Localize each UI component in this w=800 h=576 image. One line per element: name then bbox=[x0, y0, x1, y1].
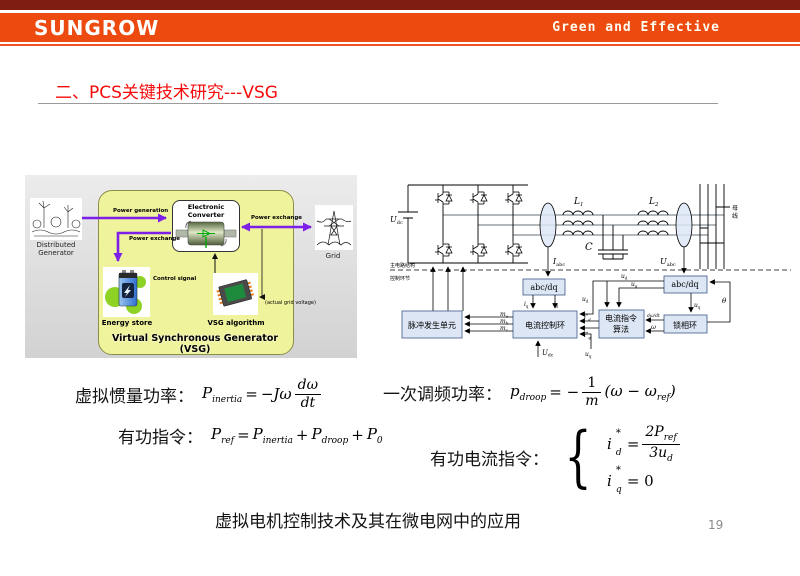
inductor-l2 bbox=[637, 210, 669, 236]
svg-text:abc/dq: abc/dq bbox=[671, 280, 698, 289]
vsg-container-label: Virtual Synchronous Generator (VSG) bbox=[111, 333, 279, 355]
vsg-arrows-overlay bbox=[82, 213, 312, 300]
pulse-generator-block bbox=[401, 310, 463, 339]
active-current-command-label: 有功电流指令： bbox=[430, 449, 549, 470]
sungrow-logo: SUNGROW bbox=[34, 15, 160, 40]
power-exchange-grid-label: Power exchange bbox=[251, 215, 302, 221]
battery-icon bbox=[105, 270, 146, 314]
svg-text:id: id bbox=[554, 301, 559, 309]
vsg-algorithm-label: VSG algorithm bbox=[207, 319, 265, 327]
uabc-label: Uabc bbox=[660, 257, 676, 268]
control-zone-label: 控制环节 bbox=[390, 275, 410, 282]
power-exchange-store-arrow bbox=[113, 231, 171, 262]
header-tagline: Green and Effective bbox=[552, 20, 720, 35]
capacitor-label: C bbox=[585, 242, 593, 253]
current-control-loop-block bbox=[512, 310, 578, 339]
iabc-label: Iabc bbox=[552, 257, 565, 268]
header-bar: SUNGROW Green and Effective bbox=[0, 13, 800, 42]
title-underline bbox=[38, 103, 718, 104]
capacitor-bank bbox=[598, 215, 628, 260]
converter-cylinder-icon bbox=[175, 220, 237, 248]
actual-grid-voltage-label: (actual grid voltage) bbox=[265, 300, 316, 306]
svg-text:ω: ω bbox=[651, 324, 656, 331]
vsg-concept-diagram: Distributed Generator Grid Electronic Co… bbox=[25, 175, 357, 358]
svg-text:ud: ud bbox=[582, 296, 589, 304]
slide-title: 二、PCS关键技术研究---VSG bbox=[55, 83, 278, 103]
electronic-converter-label: Electronic Converter bbox=[187, 203, 225, 219]
grid-sketch bbox=[315, 205, 353, 250]
svg-text:θ: θ bbox=[722, 297, 727, 305]
l2-label: L2 bbox=[648, 197, 659, 208]
power-zone-label: 主电路结构 bbox=[390, 262, 415, 269]
inverter-bridge bbox=[398, 184, 528, 264]
svg-text:abc/dq: abc/dq bbox=[530, 283, 557, 292]
control-wiring bbox=[464, 279, 731, 357]
page-number: 19 bbox=[708, 518, 724, 532]
distributed-generator-sketch bbox=[30, 198, 82, 240]
svg-text:mc: mc bbox=[500, 325, 509, 333]
slide-caption: 虚拟电机控制技术及其在微电网中的应用 bbox=[215, 512, 521, 532]
energy-store-label: Energy store bbox=[101, 319, 153, 327]
svg-text:算法: 算法 bbox=[613, 324, 629, 334]
svg-text:锁相环: 锁相环 bbox=[673, 320, 697, 330]
control-signal-label: Control signal bbox=[153, 276, 197, 282]
power-generation-label: Power generation bbox=[113, 208, 169, 214]
svg-text:i*q: i*q bbox=[584, 331, 591, 340]
abcdq-current-block bbox=[522, 278, 566, 296]
l1-label: L1 bbox=[573, 197, 583, 208]
voltage-sensor bbox=[675, 202, 693, 248]
svg-text:mb: mb bbox=[500, 318, 509, 326]
energy-store-box bbox=[103, 267, 150, 317]
signal-labels: iq id ma mb mc Udc ud uq ud uq i*d i*q d… bbox=[500, 273, 727, 359]
distributed-generator-label: Distributed Generator bbox=[36, 241, 76, 258]
udc-source-label: Udc bbox=[390, 215, 403, 226]
header-divider bbox=[0, 44, 800, 46]
pll-block bbox=[663, 314, 708, 334]
gate-drive-lines bbox=[430, 266, 466, 311]
current-sensor bbox=[539, 202, 557, 248]
brace: { bbox=[564, 418, 592, 496]
svg-text:脉冲发生单元: 脉冲发生单元 bbox=[408, 320, 456, 330]
top-accent-bar bbox=[0, 0, 800, 10]
vsg-algorithm-box bbox=[213, 273, 258, 315]
actual-grid-voltage-line bbox=[259, 229, 265, 300]
svg-text:iq: iq bbox=[524, 301, 529, 309]
power-exchange-store-label: Power exchange bbox=[129, 236, 180, 242]
svg-text:dω/dt: dω/dt bbox=[647, 313, 660, 319]
svg-text:ud: ud bbox=[621, 273, 628, 281]
bus-bars bbox=[699, 184, 730, 269]
abcdq-voltage-block bbox=[663, 275, 708, 294]
virtual-inertia-label: 虚拟惯量功率： bbox=[75, 386, 194, 407]
grid-label: Grid bbox=[325, 252, 341, 260]
svg-text:ma: ma bbox=[500, 311, 509, 319]
svg-text:uq: uq bbox=[585, 351, 592, 359]
svg-text:i*d: i*d bbox=[584, 313, 591, 322]
svg-text:uq: uq bbox=[694, 302, 701, 310]
inductor-l1 bbox=[562, 210, 594, 236]
svg-text:Udc: Udc bbox=[542, 349, 554, 359]
bus-label: 母 bbox=[732, 205, 738, 212]
svg-text:电流控制环: 电流控制环 bbox=[525, 320, 565, 330]
active-power-command-label: 有功指令： bbox=[118, 427, 203, 448]
svg-text:uq: uq bbox=[631, 281, 638, 289]
current-command-block bbox=[598, 309, 645, 339]
vsg-control-circuit-diagram: Udc Iabc L1 C L2 bbox=[390, 184, 791, 359]
chip-icon bbox=[216, 279, 254, 307]
electronic-converter-box: Electronic Converter bbox=[172, 200, 240, 252]
svg-text:线: 线 bbox=[732, 212, 738, 220]
droop-label: 一次调频功率： bbox=[383, 384, 502, 405]
formula-active-power-command: 有功指令： Pref = Pinertia + Pdroop + P0 bbox=[118, 424, 383, 448]
svg-text:电流指令: 电流指令 bbox=[605, 313, 637, 323]
